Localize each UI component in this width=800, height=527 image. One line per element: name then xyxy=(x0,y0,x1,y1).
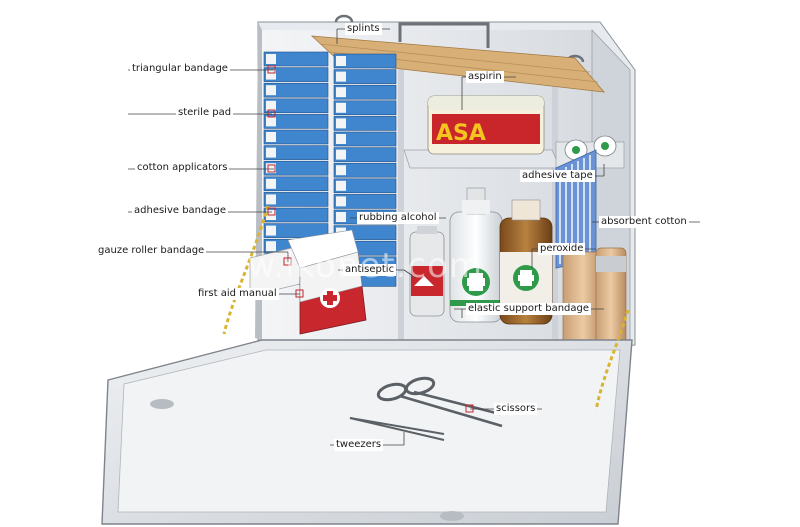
label-peroxide: peroxide xyxy=(538,243,586,255)
bandage-box xyxy=(333,100,397,116)
bandage-box xyxy=(263,129,329,145)
box-end-label xyxy=(336,212,346,222)
bandage-box xyxy=(333,194,397,209)
label-sterile-pad: sterile pad xyxy=(176,107,234,119)
bandage-box xyxy=(333,69,397,84)
aspirin-tin: ASA xyxy=(427,95,545,155)
box-end-label xyxy=(336,56,346,66)
label-triangular-bandage: triangular bandage xyxy=(130,63,230,75)
bandage-box xyxy=(333,116,397,131)
bandage-box xyxy=(333,162,397,178)
bandage-box xyxy=(333,53,397,69)
label-absorbent-cotton: absorbent cotton xyxy=(599,216,689,228)
label-adhesive-tape: adhesive tape xyxy=(520,170,595,182)
box-end-label xyxy=(266,225,276,236)
label-gauze-roller-bandage: gauze roller bandage xyxy=(96,245,207,257)
case-lid xyxy=(101,339,633,525)
box-end-label xyxy=(266,178,276,189)
box-end-label xyxy=(266,241,276,252)
label-first-aid-manual: first aid manual xyxy=(196,288,279,300)
bandage-box xyxy=(263,82,329,98)
splints-illustration xyxy=(310,35,605,93)
label-adhesive-bandage: adhesive bandage xyxy=(132,205,228,217)
label-antiseptic: antiseptic xyxy=(343,264,397,276)
bandage-box xyxy=(263,223,329,238)
elastic-bandage-rolls xyxy=(562,247,627,355)
box-end-label xyxy=(266,116,276,127)
box-end-label xyxy=(336,118,346,129)
box-end-label xyxy=(336,180,346,191)
label-cotton-applicators: cotton applicators xyxy=(135,162,230,174)
box-end-label xyxy=(336,196,346,207)
box-end-label xyxy=(336,102,346,113)
aspirin-brand-text: ASA xyxy=(436,121,486,146)
antiseptic-bottle xyxy=(409,226,445,317)
scissors-illustration xyxy=(376,376,503,428)
box-end-label xyxy=(266,194,276,205)
box-end-label xyxy=(266,85,276,96)
box-end-label xyxy=(266,69,276,80)
bandage-box xyxy=(263,145,329,160)
box-end-label xyxy=(336,149,346,160)
label-aspirin: aspirin xyxy=(466,71,504,83)
bandage-box xyxy=(333,147,397,162)
box-end-label xyxy=(336,87,346,98)
tweezers-illustration xyxy=(349,417,445,441)
bandage-box xyxy=(333,84,397,100)
box-end-label xyxy=(336,134,346,144)
first-aid-manual-book xyxy=(287,229,367,335)
bandage-box xyxy=(263,160,329,176)
lid-chains xyxy=(222,205,630,411)
bandage-box xyxy=(333,178,397,194)
box-end-label xyxy=(266,163,276,174)
label-rubbing-alcohol: rubbing alcohol xyxy=(357,212,439,224)
bandage-box xyxy=(263,98,329,114)
bandage-box xyxy=(263,176,329,192)
bandage-box xyxy=(263,114,329,129)
box-end-label xyxy=(336,165,346,176)
label-elastic-support-bandage: elastic support bandage xyxy=(466,303,592,315)
bandage-box xyxy=(263,192,329,207)
label-tweezers: tweezers xyxy=(334,439,384,451)
bandage-box xyxy=(333,131,397,147)
box-end-label xyxy=(336,71,346,82)
label-scissors: scissors xyxy=(494,403,538,415)
bandage-box xyxy=(263,51,329,67)
box-end-label xyxy=(266,132,276,142)
box-end-label xyxy=(266,100,276,111)
bandage-box xyxy=(263,67,329,82)
label-splints: splints xyxy=(345,23,382,35)
box-end-label xyxy=(266,54,276,64)
box-end-label xyxy=(266,147,276,158)
pointer-markers xyxy=(267,65,474,413)
